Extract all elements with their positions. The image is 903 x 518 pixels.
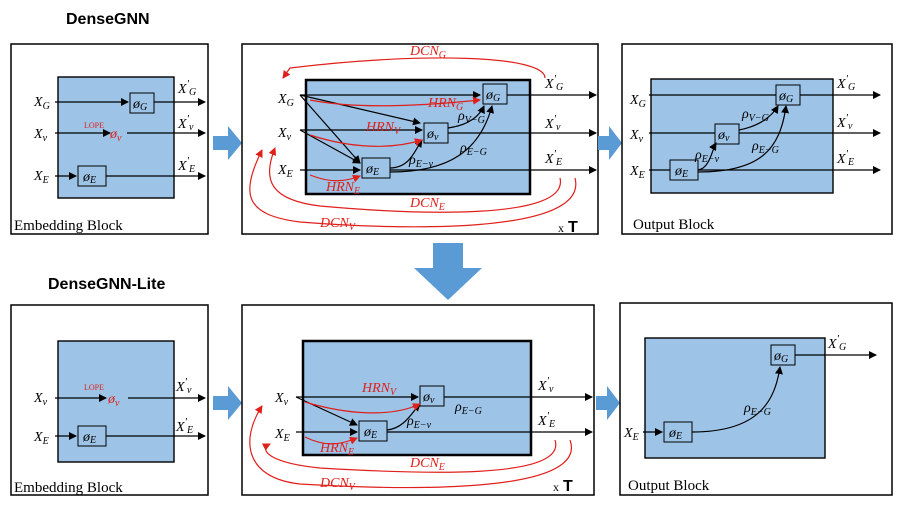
top-embedding-core [57, 76, 175, 199]
top-out-phi-g [775, 84, 801, 106]
svg-text:HRNV: HRNV [365, 120, 402, 137]
svg-text:ρE−v: ρE−v [406, 414, 432, 431]
svg-text:XE: XE [274, 427, 290, 444]
svg-text:X′v: X′v [175, 376, 192, 396]
flow-arrow-to-lite [414, 243, 482, 300]
top-emb-lope: LOPE [84, 121, 104, 130]
svg-text:ρE−G: ρE−G [743, 401, 771, 418]
svg-text:øv: øv [426, 127, 439, 143]
svg-text:HRNE: HRNE [319, 441, 354, 458]
bottom-output-label: Output Block [628, 478, 710, 494]
svg-text:Xv: Xv [277, 126, 292, 143]
svg-text:X′v: X′v [537, 375, 554, 395]
svg-text:DCNE: DCNE [409, 196, 445, 213]
svg-text:ρV−G: ρV−G [741, 107, 769, 124]
svg-text:X′E: X′E [175, 416, 193, 436]
svg-text:Xv: Xv [629, 128, 644, 145]
svg-text:øE: øE [674, 164, 688, 180]
top-emb-phi-v: øv [109, 127, 122, 144]
svg-text:øE: øE [365, 162, 379, 178]
top-output-label: Output Block [633, 217, 715, 233]
svg-text:DCNG: DCNG [409, 44, 446, 61]
svg-text:XG: XG [33, 95, 50, 112]
top-emb-phi-g [129, 92, 155, 114]
top-dense-phi-g [482, 83, 508, 105]
densegnn-title: DenseGNN [66, 11, 150, 28]
bottom-repeat-x: x [553, 480, 559, 494]
svg-text:X′v: X′v [544, 113, 561, 133]
svg-text:XG: XG [277, 92, 294, 109]
svg-text:X′v: X′v [177, 113, 194, 133]
flow-arrow-lite-emb-to-dense [213, 386, 242, 420]
svg-text:øE: øE [82, 170, 96, 186]
svg-text:øE: øE [363, 425, 377, 441]
svg-text:øG: øG [132, 97, 147, 113]
flow-arrow-dense-to-output [598, 126, 622, 160]
svg-text:ρE−G: ρE−G [751, 139, 779, 156]
svg-text:X′G: X′G [827, 333, 846, 353]
bottom-dense-core [301, 339, 533, 457]
top-emb-input-xv: Xv [33, 127, 48, 144]
svg-text:ρE−G: ρE−G [459, 141, 487, 158]
svg-text:øv: øv [422, 390, 435, 406]
top-emb-input-xg: XG [33, 95, 50, 112]
bottom-emb-lope: LOPE [84, 383, 104, 392]
top-embedding-label: Embedding Block [14, 218, 123, 234]
svg-text:HRNE: HRNE [325, 180, 360, 197]
svg-text:øE: øE [668, 426, 682, 442]
svg-text:X′v: X′v [836, 112, 853, 132]
svg-text:XE: XE [629, 164, 645, 181]
bottom-dense-phi-v [419, 385, 445, 407]
svg-text:ρE−v: ρE−v [408, 153, 434, 170]
svg-text:ρV−G: ρV−G [457, 109, 485, 126]
svg-text:øE: øE [82, 430, 96, 446]
svg-text:Xv: Xv [33, 127, 48, 144]
svg-text:øG: øG [778, 89, 793, 105]
flow-arrow-emb-to-dense [213, 126, 242, 160]
svg-text:Xv: Xv [274, 391, 289, 408]
svg-text:X′E: X′E [177, 155, 195, 175]
svg-text:øG: øG [485, 88, 500, 104]
bottom-embedding-core [57, 340, 175, 463]
svg-text:HRNG: HRNG [427, 96, 463, 113]
svg-text:X′E: X′E [537, 410, 555, 430]
svg-text:ρE−G: ρE−G [454, 400, 482, 417]
svg-text:XG: XG [629, 93, 646, 110]
svg-text:XE: XE [33, 169, 49, 186]
svg-text:DCNE: DCNE [409, 456, 445, 473]
svg-text:DCNV: DCNV [319, 476, 357, 493]
bottom-repeat-t: T [563, 478, 573, 495]
svg-text:X′E: X′E [836, 148, 854, 168]
svg-text:øG: øG [773, 349, 788, 365]
svg-text:X′G: X′G [544, 73, 563, 93]
svg-text:XE: XE [277, 163, 293, 180]
svg-text:Xv: Xv [33, 391, 48, 408]
svg-text:DCNV: DCNV [319, 216, 357, 233]
svg-text:XE: XE [623, 426, 639, 443]
densegnn-lite-title: DenseGNN-Lite [48, 276, 165, 293]
top-repeat-x: x [558, 221, 564, 235]
svg-text:øv: øv [717, 128, 730, 144]
svg-text:X′G: X′G [836, 73, 855, 93]
svg-text:X′E: X′E [544, 148, 562, 168]
svg-text:ρE−v: ρE−v [694, 148, 720, 165]
flow-arrow-lite-dense-to-output [596, 386, 620, 420]
top-emb-input-xe: XE [33, 169, 49, 186]
svg-text:X′G: X′G [177, 78, 196, 98]
top-out-phi-v [714, 123, 740, 145]
top-repeat-t: T [568, 219, 578, 236]
bottom-embedding-label: Embedding Block [14, 480, 123, 496]
bottom-dense-phi-e [358, 420, 388, 442]
svg-text:XE: XE [33, 430, 49, 447]
svg-text:HRNV: HRNV [361, 381, 398, 398]
bottom-emb-phi-v: øv [107, 392, 120, 409]
